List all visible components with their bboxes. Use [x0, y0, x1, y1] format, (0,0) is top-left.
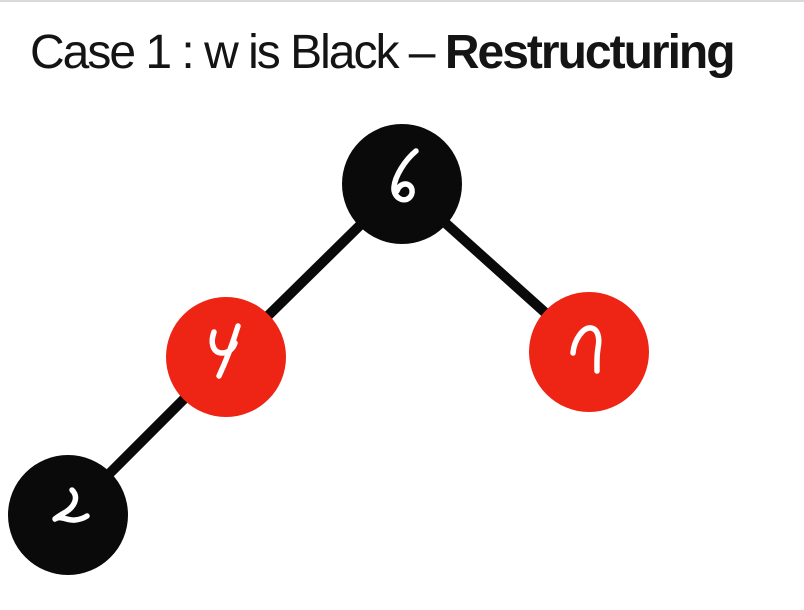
digit-7-glyph: [570, 325, 602, 374]
slide-title-regular: Case 1 : w is Black –: [30, 26, 445, 79]
node-circle-black: [8, 455, 128, 575]
top-border-line: [0, 0, 804, 2]
node-circle-red: [529, 292, 649, 412]
tree-node-7: [529, 292, 649, 412]
slide-title: Case 1 : w is Black – Restructuring: [30, 24, 736, 82]
tree-node-2: [8, 455, 128, 575]
digit-6-glyph: [391, 148, 419, 203]
slide-title-bold: Restructuring: [444, 26, 736, 79]
tree-edges: [63, 179, 594, 520]
tree-node-6: [342, 124, 462, 244]
tree-node-4: [166, 297, 286, 417]
digit-4-glyph: [209, 323, 241, 379]
digit-2-glyph: [52, 487, 90, 523]
